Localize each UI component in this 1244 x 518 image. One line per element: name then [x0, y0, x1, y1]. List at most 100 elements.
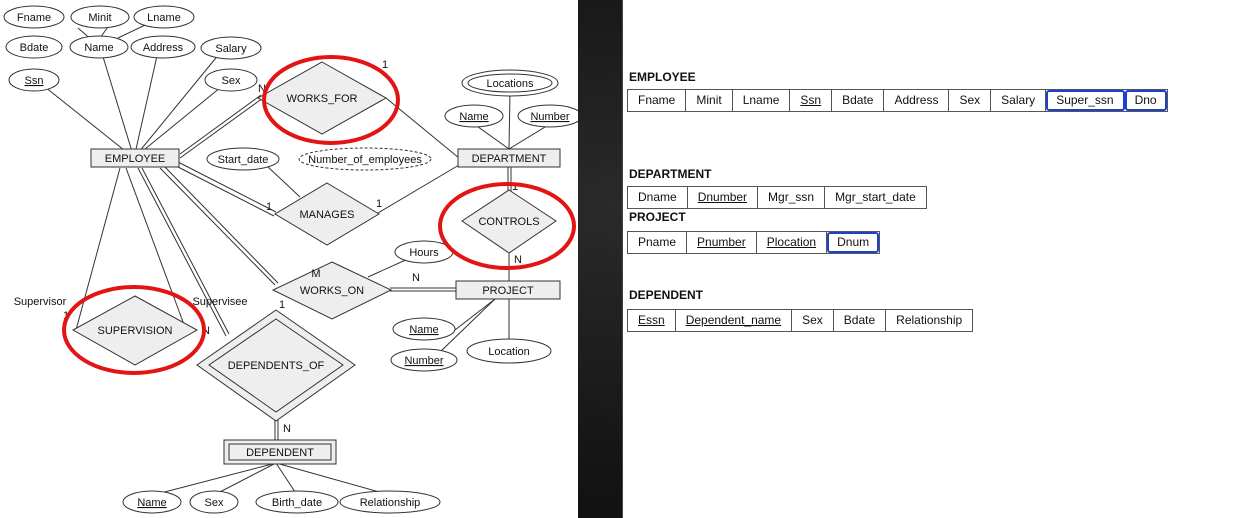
rel-dependents-of-label: DEPENDENTS_OF [228, 360, 325, 372]
column-pnumber: Pnumber [687, 232, 757, 253]
role-supervisor: Supervisor [14, 296, 67, 308]
attr-relationship [339, 490, 441, 514]
attr-proj-number [390, 348, 458, 372]
rel-works-for [256, 61, 388, 135]
column-fname: Fname [628, 90, 687, 111]
card-controls-1: 1 [512, 181, 518, 193]
attr-birth-date-label: Birth_date [272, 497, 322, 509]
entity-dependent-label: DEPENDENT [246, 447, 314, 459]
card-works-on-n: N [412, 272, 420, 284]
attr-number-of-employees [298, 147, 432, 171]
card-works-for-n: N [258, 83, 266, 95]
card-controls-n: N [514, 254, 522, 266]
connector-lines [39, 17, 551, 496]
entity-department-label: DEPARTMENT [472, 153, 547, 165]
attr-minit [70, 5, 130, 29]
attr-dept-number-label: Number [530, 111, 569, 123]
attr-name-label: Name [84, 42, 113, 54]
attr-locations-label: Locations [486, 78, 534, 90]
dependent-table-title: DEPENDENT [629, 288, 704, 302]
attr-locations-inner [467, 73, 553, 93]
er-diagram-panel: Fname Minit Lname Bdate Name Address Sal… [0, 0, 578, 518]
attr-sex [204, 68, 258, 92]
attr-ssn-label: Ssn [25, 75, 44, 87]
attr-minit-label: Minit [88, 12, 111, 24]
column-essn: Essn [628, 310, 676, 331]
column-bdate: Bdate [832, 90, 885, 111]
attr-sex-label: Sex [222, 75, 241, 87]
project-table-title: PROJECT [629, 210, 686, 224]
rel-manages [274, 182, 380, 246]
attr-fname-label: Fname [17, 12, 51, 24]
attr-salary [200, 36, 262, 60]
entity-employee [90, 148, 180, 168]
entity-dependent-inner [228, 443, 332, 461]
rel-controls-label: CONTROLS [478, 216, 539, 228]
attr-dep-name [122, 490, 182, 514]
entity-employee-label: EMPLOYEE [105, 153, 166, 165]
column-pname: Pname [628, 232, 688, 253]
attr-salary-label: Salary [215, 43, 247, 55]
column-address: Address [884, 90, 950, 111]
entity-department [457, 148, 561, 168]
column-dnumber: Dnumber [688, 187, 759, 208]
column-minit: Minit [686, 90, 733, 111]
attr-lname [133, 5, 195, 29]
column-bdate: Bdate [834, 310, 887, 331]
column-sex: Sex [949, 90, 992, 111]
attr-bdate-label: Bdate [20, 42, 49, 54]
attr-lname-label: Lname [147, 12, 181, 24]
column-plocation: Plocation [757, 232, 828, 253]
column-lname: Lname [733, 90, 791, 111]
attr-location [466, 338, 552, 364]
attr-dep-sex [189, 490, 239, 514]
attr-proj-name [392, 317, 456, 341]
column-ssn: Ssn [790, 90, 833, 111]
attr-proj-number-label: Number [404, 355, 443, 367]
column-dnum: Dnum [827, 232, 880, 253]
attr-location-label: Location [488, 346, 530, 358]
column-super-ssn: Super_ssn [1046, 90, 1125, 111]
column-dependent-name: Dependent_name [676, 310, 793, 331]
rel-works-for-label: WORKS_FOR [287, 93, 358, 105]
card-works-for-1: 1 [382, 59, 388, 71]
card-works-on-m: M [311, 268, 320, 280]
attr-fname [3, 5, 65, 29]
attr-dep-name-label: Name [137, 497, 166, 509]
card-manages-1a: 1 [266, 201, 272, 213]
attr-address-label: Address [143, 42, 184, 54]
employee-table-title: EMPLOYEE [629, 70, 696, 84]
column-salary: Salary [991, 90, 1047, 111]
attr-start-date-label: Start_date [218, 154, 269, 166]
attr-start-date [206, 147, 280, 171]
rel-supervision [71, 295, 199, 366]
column-mgr-start-date: Mgr_start_date [835, 190, 916, 204]
column-mgr-ssn: Mgr_ssn [758, 187, 826, 208]
entity-project [455, 280, 561, 300]
column-relationship: Relationship [896, 313, 963, 327]
highlight-works-for-circle [262, 55, 400, 145]
highlight-supervision-circle [62, 285, 206, 375]
role-supervisee: Supervisee [192, 296, 247, 308]
card-dependents-of-n: N [283, 423, 291, 435]
attr-number-of-employees-label: Number_of_employees [308, 154, 422, 166]
column-sex: Sex [792, 310, 834, 331]
rel-dependents-of-inner [208, 318, 344, 413]
attr-dept-name-label: Name [459, 111, 488, 123]
column-dno: Dno [1124, 90, 1167, 111]
column-dname: Dname [628, 187, 688, 208]
rel-supervision-label: SUPERVISION [98, 325, 173, 337]
attr-dep-sex-label: Sex [205, 497, 224, 509]
rel-works-on [271, 261, 393, 320]
rel-manages-label: MANAGES [299, 209, 354, 221]
attr-ssn [8, 68, 60, 92]
card-manages-1b: 1 [376, 198, 382, 210]
attr-proj-name-label: Name [409, 324, 438, 336]
attr-dept-number [517, 104, 578, 128]
card-dependents-of-1: 1 [279, 299, 285, 311]
attr-dept-name [444, 104, 504, 128]
attr-address [130, 35, 196, 59]
attr-name [69, 35, 129, 59]
